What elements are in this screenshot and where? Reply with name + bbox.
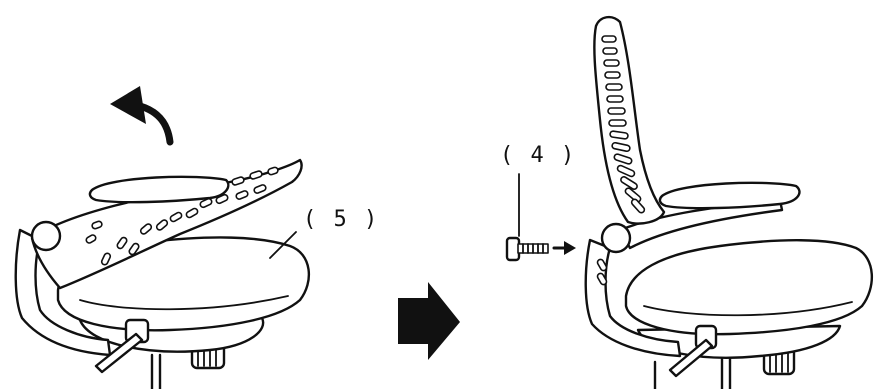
callout-4-label: ( 4 ) — [500, 143, 576, 168]
armrest-pad-right — [660, 183, 800, 208]
pivot-knob — [32, 222, 60, 250]
callout-5-label: ( 5 ) — [303, 207, 379, 232]
left-panel: ( 5 ) — [16, 86, 380, 389]
curved-arrow-icon — [110, 86, 170, 142]
screw-icon — [507, 238, 548, 260]
chair-base — [152, 355, 160, 389]
small-arrow-icon — [554, 241, 576, 255]
seat-cushion-right — [626, 240, 872, 334]
callout-4: ( 4 ) — [500, 143, 576, 236]
right-arrow-icon — [398, 282, 460, 360]
right-panel: ( 4 ) — [500, 17, 872, 389]
armrest-pad — [90, 177, 228, 202]
pivot-knob-right — [602, 224, 630, 252]
